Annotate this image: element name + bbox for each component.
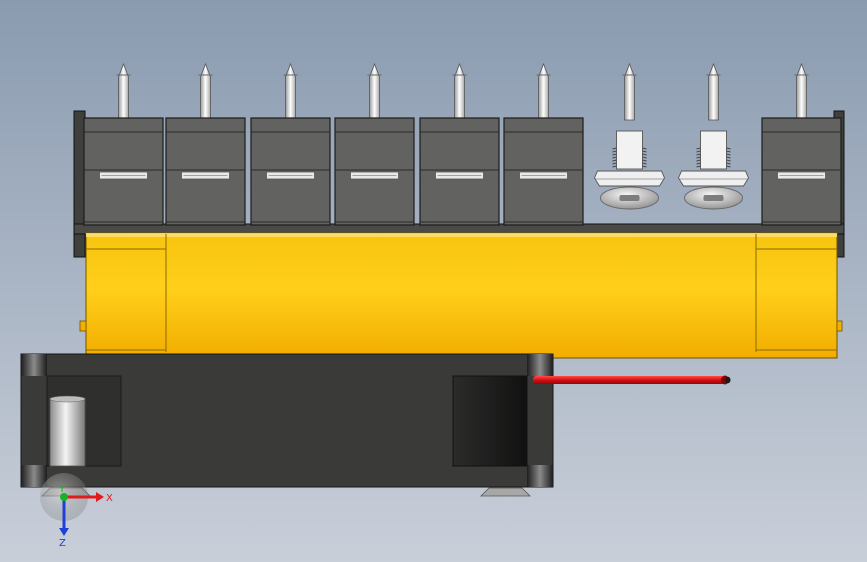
- terminal-block[interactable]: [250, 62, 331, 226]
- screw-thread: [612, 159, 617, 162]
- screw-thread: [696, 159, 701, 162]
- end-cap-left: [73, 110, 86, 258]
- terminal-pin: [369, 62, 380, 121]
- terminal-block[interactable]: [165, 62, 246, 226]
- screw-slot: [619, 195, 640, 201]
- triad-x-label: X: [106, 493, 113, 504]
- red-wire[interactable]: [533, 375, 731, 385]
- terminal-block[interactable]: [334, 62, 415, 226]
- screw-thread: [612, 150, 617, 153]
- terminal-body: [165, 117, 246, 226]
- terminal-block[interactable]: [761, 62, 842, 226]
- screw-thread: [612, 153, 617, 156]
- screw-thread: [642, 159, 647, 162]
- terminal-block-row[interactable]: [73, 62, 845, 258]
- terminal-pin: [200, 62, 211, 121]
- terminal-block[interactable]: [503, 62, 584, 226]
- screw-thread: [642, 162, 647, 165]
- screw-thread: [642, 150, 647, 153]
- screw-thread: [642, 156, 647, 159]
- terminal-block[interactable]: [83, 62, 164, 226]
- terminal-pin: [708, 62, 719, 121]
- terminal-block[interactable]: [419, 62, 500, 226]
- screw-stem: [700, 130, 727, 170]
- terminal-body: [334, 117, 415, 226]
- screw-thread: [612, 147, 617, 150]
- screw-thread: [726, 147, 731, 150]
- screw-thread: [642, 153, 647, 156]
- screw-slot: [703, 195, 724, 201]
- yellow-mounting-bar[interactable]: [79, 232, 843, 359]
- screw-thread: [642, 165, 647, 168]
- terminal-pin: [285, 62, 296, 121]
- terminal-pin: [118, 62, 129, 121]
- screw-thread: [726, 159, 731, 162]
- triad-z-label: Z: [59, 538, 66, 549]
- screw-thread: [642, 147, 647, 150]
- terminal-body: [419, 117, 500, 226]
- coordinate-triad: X Y Z: [40, 473, 113, 549]
- screw-washer: [677, 170, 750, 187]
- screw-thread: [696, 147, 701, 150]
- screw-thread: [696, 156, 701, 159]
- metal-cylinder: [49, 397, 86, 467]
- terminal-pin: [796, 62, 807, 121]
- screw-washer: [593, 170, 666, 187]
- terminal-body: [503, 117, 584, 226]
- screw-thread: [612, 165, 617, 168]
- screw-stem: [616, 130, 643, 170]
- bottom-screw-right: [480, 487, 531, 497]
- screw-terminal[interactable]: [677, 62, 750, 210]
- screw-thread: [726, 153, 731, 156]
- terminal-body: [761, 117, 842, 226]
- screw-thread: [696, 165, 701, 168]
- triad-y-label: Y: [58, 484, 66, 495]
- screw-thread: [696, 150, 701, 153]
- terminal-pin: [624, 62, 635, 121]
- screw-thread: [696, 153, 701, 156]
- screw-terminal[interactable]: [593, 62, 666, 210]
- screw-thread: [726, 162, 731, 165]
- terminal-pin: [454, 62, 465, 121]
- dark-housing[interactable]: [20, 353, 554, 497]
- terminal-body: [250, 117, 331, 226]
- terminal-pin: [538, 62, 549, 121]
- screw-thread: [612, 162, 617, 165]
- terminal-body: [83, 117, 164, 226]
- screw-thread: [612, 156, 617, 159]
- screw-thread: [696, 162, 701, 165]
- screw-thread: [726, 150, 731, 153]
- screw-thread: [726, 165, 731, 168]
- screw-thread: [726, 156, 731, 159]
